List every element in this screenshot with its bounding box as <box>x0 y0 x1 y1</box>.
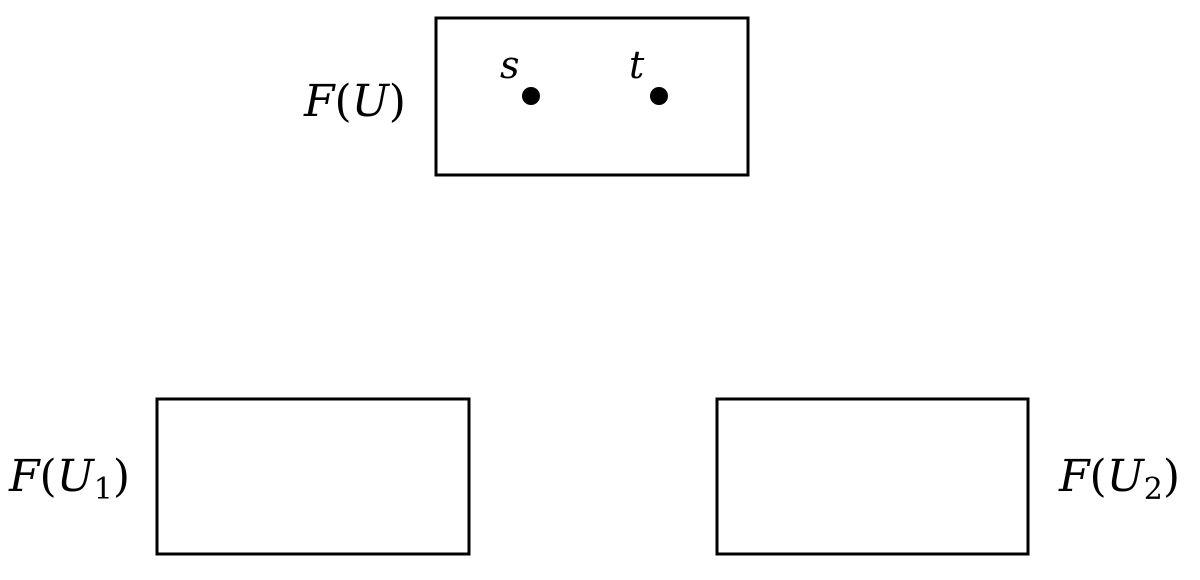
left-close-paren: ) <box>113 451 130 502</box>
right-set-label: F(U2) <box>1058 451 1180 507</box>
section-s-dot <box>522 87 540 105</box>
section-t-dot <box>650 87 668 105</box>
left-set-box <box>155 397 471 556</box>
right-set-symbol: U <box>1107 451 1146 502</box>
right-set-index: 2 <box>1144 472 1163 507</box>
top-open-paren: ( <box>335 76 352 127</box>
section-s-label: s <box>500 43 520 87</box>
left-func-symbol: F <box>8 451 41 502</box>
right-close-paren: ) <box>1163 451 1180 502</box>
left-set-label: F(U1) <box>8 451 130 507</box>
top-set-symbol: U <box>352 76 391 127</box>
top-close-paren: ) <box>389 76 406 127</box>
top-set-box <box>434 16 750 177</box>
right-open-set-group: F(U2) <box>715 397 1180 556</box>
left-set-index: 1 <box>94 472 113 507</box>
right-func-symbol: F <box>1058 451 1091 502</box>
section-t-label: t <box>629 43 645 87</box>
top-open-set-group: F(U) s t <box>303 16 750 177</box>
left-open-paren: ( <box>40 451 57 502</box>
top-set-label: F(U) <box>303 76 406 127</box>
right-set-box <box>715 397 1030 556</box>
left-open-set-group: F(U1) <box>8 397 471 556</box>
left-set-symbol: U <box>57 451 96 502</box>
top-func-symbol: F <box>303 76 336 127</box>
right-open-paren: ( <box>1090 451 1107 502</box>
